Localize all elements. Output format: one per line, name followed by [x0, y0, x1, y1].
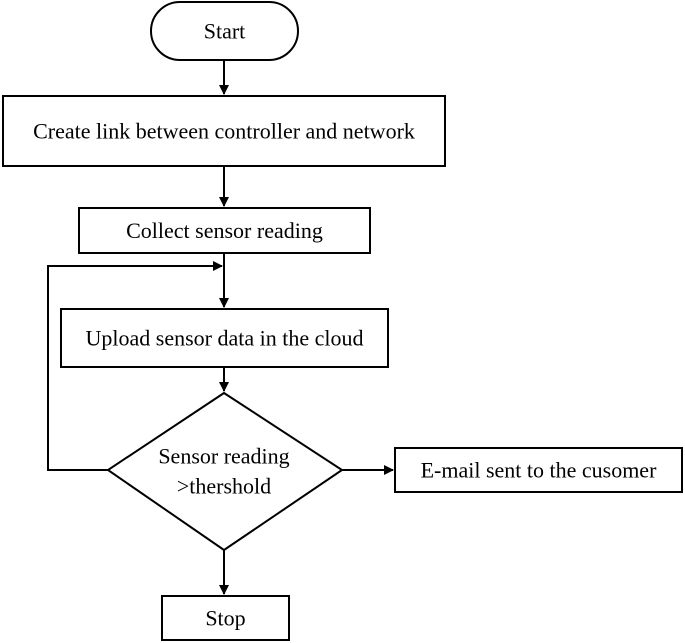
start-terminal: Start — [150, 1, 299, 61]
decision-diamond — [106, 391, 344, 552]
create-link-box — [2, 95, 446, 167]
threshold-decision: Sensor reading >thershold — [106, 391, 344, 552]
upload-step: Upload sensor data in the cloud — [60, 308, 389, 368]
upload-label: Upload sensor data in the cloud — [86, 326, 364, 351]
decision-label-line1: Sensor reading — [158, 444, 289, 469]
create-link-step: Create link between controller and netwo… — [2, 95, 446, 167]
start-shape — [150, 1, 299, 61]
collect-box — [78, 207, 371, 254]
decision-label-line2: >thershold — [177, 474, 271, 499]
stop-label: Stop — [205, 606, 245, 631]
collect-label: Collect sensor reading — [126, 218, 323, 243]
collect-step: Collect sensor reading — [78, 207, 371, 254]
email-step: E-mail sent to the cusomer — [394, 447, 683, 493]
arrow-decision-loop-back — [47, 261, 223, 471]
email-box — [394, 447, 683, 493]
create-link-label: Create link between controller and netwo… — [33, 119, 415, 144]
stop-box — [161, 595, 290, 641]
upload-box — [60, 308, 389, 368]
start-label: Start — [204, 19, 246, 44]
email-label: E-mail sent to the cusomer — [421, 458, 657, 483]
stop-terminal: Stop — [161, 595, 290, 641]
